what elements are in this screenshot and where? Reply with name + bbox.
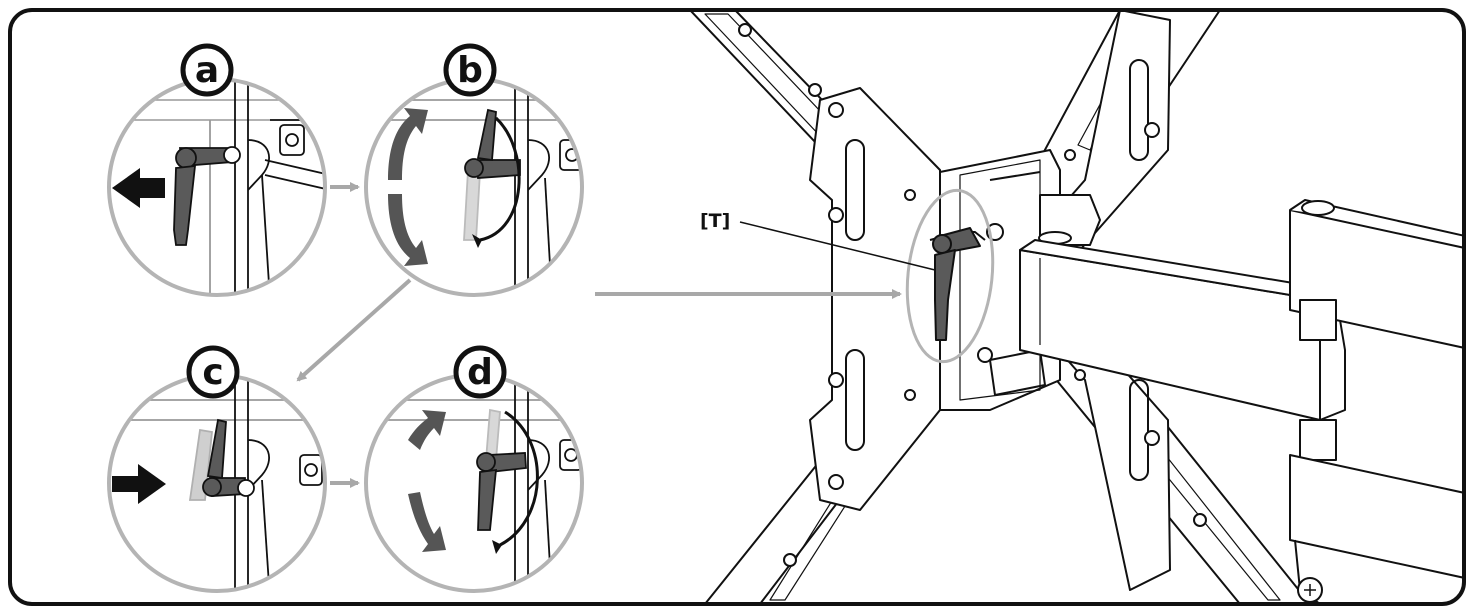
left-mounting-plate (809, 87, 941, 511)
step-label-d: d (467, 352, 493, 393)
mount-tilt-lever (929, 223, 1004, 341)
step-label-c: c (202, 352, 223, 393)
lever-highlight-ring (905, 188, 995, 364)
swing-arm (1019, 239, 1346, 421)
step-badge-d: d (453, 345, 507, 399)
callout-t-label: [T] (700, 210, 730, 232)
step-label-a: a (195, 50, 219, 91)
step-panel-d (364, 373, 584, 593)
rotate-down-arrow-icon (388, 194, 428, 266)
rotate-up-arrow-icon (388, 108, 428, 180)
rotate-down-arrow-icon (408, 492, 446, 552)
tv-mount-illustration (689, 10, 1464, 604)
arm-pivot-column (1289, 199, 1464, 604)
step-label-b: b (457, 50, 483, 91)
pull-left-arrow-icon (112, 168, 165, 208)
step-panel-b (364, 77, 584, 297)
step-panel-c (107, 373, 327, 593)
arrow-b-to-c (296, 278, 412, 382)
step-panel-a (107, 77, 327, 297)
step-badge-a: a (180, 43, 234, 97)
push-right-arrow-icon (112, 464, 166, 504)
step-badge-b: b (443, 43, 497, 97)
step-badge-c: c (186, 345, 240, 399)
callout-t: [T] (700, 210, 936, 271)
outer-frame (8, 8, 1466, 606)
rotate-up-arrow-icon (408, 410, 446, 450)
